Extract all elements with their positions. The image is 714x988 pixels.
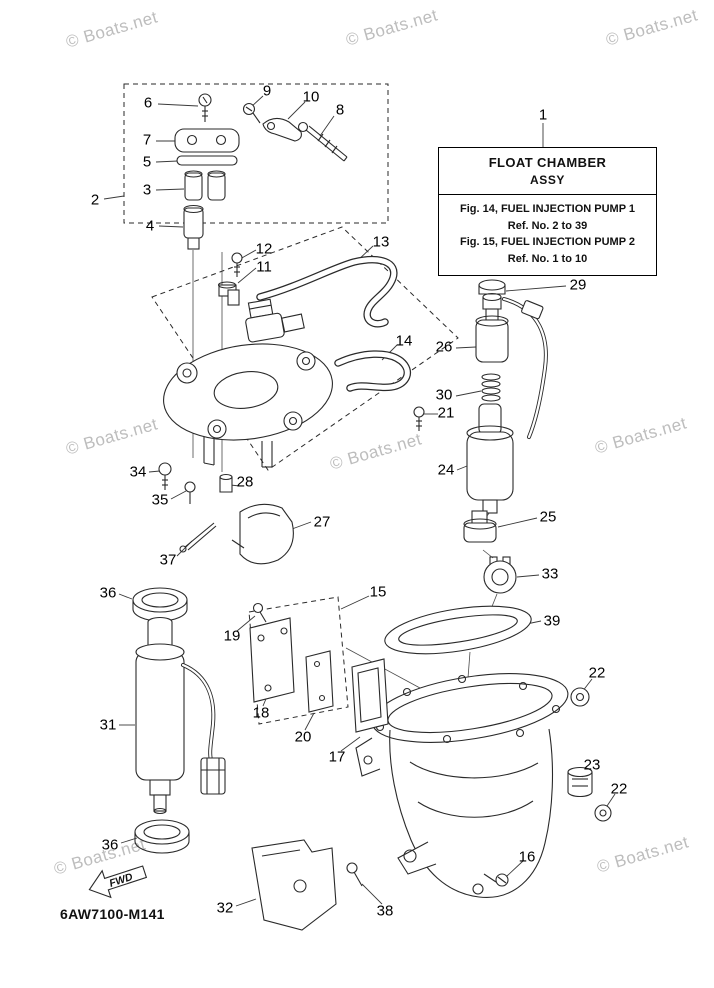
callout-5[interactable]: 5 <box>142 153 152 171</box>
callout-23[interactable]: 23 <box>583 756 601 774</box>
callout-leader-lines <box>103 95 616 907</box>
info-box-ref-line-3: Fig. 15, FUEL INJECTION PUMP 2 <box>459 236 636 248</box>
callout-8[interactable]: 8 <box>335 101 345 119</box>
callout-22[interactable]: 22 <box>588 664 606 682</box>
callout-1[interactable]: 1 <box>538 106 548 124</box>
callout-19[interactable]: 19 <box>223 627 241 645</box>
callout-29[interactable]: 29 <box>569 276 587 294</box>
callout-30[interactable]: 30 <box>435 386 453 404</box>
info-box: FLOAT CHAMBER ASSY Fig. 14, FUEL INJECTI… <box>438 147 657 276</box>
injection-pump-body <box>163 252 333 468</box>
pump-head-assembly <box>174 93 348 250</box>
info-box-ref-line-4: Ref. No. 1 to 10 <box>507 252 588 265</box>
fuel-hoses <box>256 255 412 392</box>
callout-6[interactable]: 6 <box>143 94 153 112</box>
callout-28[interactable]: 28 <box>236 473 254 491</box>
callout-39[interactable]: 39 <box>543 612 561 630</box>
callout-33[interactable]: 33 <box>541 565 559 583</box>
lower-housing <box>355 673 569 898</box>
callout-21[interactable]: 21 <box>437 404 455 422</box>
callout-26[interactable]: 26 <box>435 338 453 356</box>
callout-36[interactable]: 36 <box>99 584 117 602</box>
callout-17[interactable]: 17 <box>328 748 346 766</box>
info-box-ref-line-1: Fig. 14, FUEL INJECTION PUMP 1 <box>459 203 636 215</box>
callout-16[interactable]: 16 <box>518 848 536 866</box>
callout-27[interactable]: 27 <box>313 513 331 531</box>
diagram-code: 6AW7100-M141 <box>60 906 165 922</box>
callout-38[interactable]: 38 <box>376 902 394 920</box>
left-fuel-pump-assembly <box>132 587 226 854</box>
info-box-divider <box>439 194 656 195</box>
callout-36-2[interactable]: 36 <box>101 836 119 854</box>
fuel-pump-column <box>413 279 548 594</box>
fasteners-and-cover <box>158 462 294 565</box>
bottom-bracket-and-fasteners <box>251 687 612 931</box>
callout-31[interactable]: 31 <box>99 716 117 734</box>
callout-15[interactable]: 15 <box>369 583 387 601</box>
callout-34[interactable]: 34 <box>129 463 147 481</box>
callout-12[interactable]: 12 <box>255 240 273 258</box>
callout-2[interactable]: 2 <box>90 191 100 209</box>
info-box-subtitle: ASSY <box>529 173 566 187</box>
callout-14[interactable]: 14 <box>395 332 413 350</box>
callout-37[interactable]: 37 <box>159 551 177 569</box>
callout-25[interactable]: 25 <box>539 508 557 526</box>
callout-4[interactable]: 4 <box>145 217 155 235</box>
fwd-arrow: FWD <box>88 865 148 899</box>
callout-11[interactable]: 11 <box>256 258 272 276</box>
callout-9[interactable]: 9 <box>262 82 272 100</box>
callout-18[interactable]: 18 <box>252 704 270 722</box>
callout-13[interactable]: 13 <box>372 233 390 251</box>
callout-24[interactable]: 24 <box>437 461 455 479</box>
info-box-ref-line-2: Ref. No. 2 to 39 <box>507 219 588 232</box>
info-box-title: FLOAT CHAMBER <box>488 155 607 170</box>
callout-7[interactable]: 7 <box>142 131 152 149</box>
callout-22-2[interactable]: 22 <box>610 780 628 798</box>
bracket-plates <box>249 602 389 733</box>
callout-20[interactable]: 20 <box>294 728 312 746</box>
callout-3[interactable]: 3 <box>142 181 152 199</box>
callout-32[interactable]: 32 <box>216 899 234 917</box>
gasket <box>384 605 532 655</box>
callout-10[interactable]: 10 <box>302 88 320 106</box>
callout-35[interactable]: 35 <box>151 491 169 509</box>
